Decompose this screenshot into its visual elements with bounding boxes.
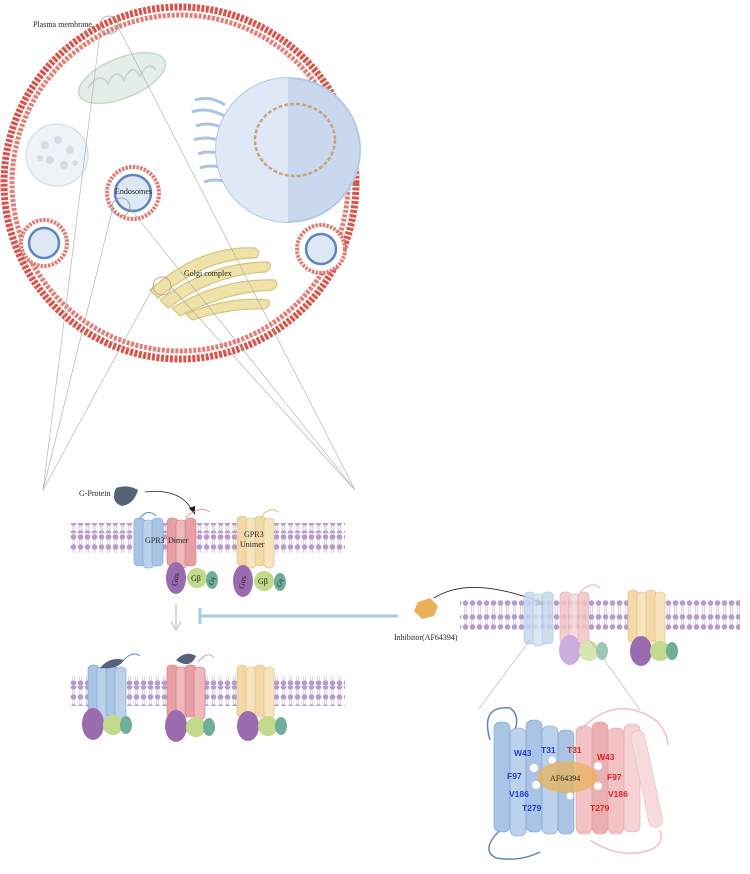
g-gamma-2	[274, 573, 286, 591]
inhibited-dimer[interactable]	[523, 584, 601, 647]
residue-left-4: V186	[509, 789, 529, 799]
gpr3-unimer-label-1: GPR3	[244, 530, 264, 539]
g-alpha-s-inhibitor-panel	[630, 636, 652, 666]
residue-left-1: W43	[514, 748, 532, 758]
red-helices	[575, 721, 664, 835]
inhibitor-orange-receptor	[627, 589, 666, 645]
g-alpha-s-inhibited	[559, 635, 581, 665]
g-alpha-s-label: Gαs	[170, 572, 181, 586]
golgi-complex	[149, 247, 278, 321]
membrane-inhibitor	[460, 600, 740, 630]
endosome-center	[105, 165, 161, 221]
g-gamma-active-2	[203, 718, 215, 736]
gpr3-unimer[interactable]	[236, 509, 279, 569]
g-gamma-label-2: Gγ	[275, 578, 284, 587]
residue-left-3: F97	[507, 771, 522, 781]
g-alpha-s-active-1	[82, 708, 104, 740]
g-beta-2	[254, 571, 274, 591]
zoom-circle-endosome	[111, 197, 131, 217]
g-alpha-s-2	[233, 565, 253, 597]
mitochondrion	[77, 51, 167, 105]
endosomes-label: Endosomes	[115, 187, 152, 196]
residue-right-3: F97	[607, 772, 622, 782]
pocket-zoom-lines	[477, 639, 641, 711]
plasma-membrane-label: Plasma membrane	[33, 20, 92, 29]
plasma-membrane-outer	[0, 3, 360, 363]
activated-orange-receptor	[236, 664, 275, 720]
g-beta-inhibitor-panel	[650, 641, 670, 661]
activated-blue-receptor	[87, 653, 141, 720]
g-gamma	[206, 571, 218, 589]
g-gamma-inhibitor-panel	[666, 642, 678, 660]
endosome-left	[19, 218, 69, 268]
activated-red-receptor	[166, 653, 215, 720]
g-protein-arrow	[144, 491, 193, 511]
gpr3-dimer-label-2: Dimer	[168, 536, 189, 545]
gpr3-dimer[interactable]	[133, 509, 211, 569]
g-gamma-label: Gγ	[207, 576, 216, 585]
g-beta-active-3	[258, 716, 278, 736]
g-beta-label: Gβ	[191, 574, 201, 583]
lysosome	[25, 123, 89, 187]
membrane-bottom	[70, 676, 345, 706]
residue-right-1: T31	[567, 745, 582, 755]
g-gamma-active-3	[275, 717, 287, 735]
cell	[0, 3, 361, 363]
residue-right-5: T279	[590, 803, 610, 813]
zoom-circle-golgi	[152, 276, 172, 296]
g-protein-label: G-Protein	[79, 489, 111, 498]
g-beta-label-2: Gβ	[258, 577, 268, 586]
g-gamma-inhibited	[596, 642, 608, 660]
inhibitor-label: Inhibitor(AF64394)	[394, 633, 458, 642]
ligand-af64394	[537, 761, 597, 793]
inhibitor-icon[interactable]	[414, 598, 438, 619]
g-beta-active-1	[103, 715, 123, 735]
g-protein-icon[interactable]	[114, 486, 138, 506]
g-gamma-active-1	[120, 716, 132, 734]
binding-pocket-detail	[486, 707, 669, 860]
residue-left-5: T279	[522, 803, 542, 813]
down-arrow	[170, 604, 182, 632]
g-beta-active-2	[186, 717, 206, 737]
gpr3-unimer-label-2: Unimer	[240, 540, 265, 549]
endosome-right	[295, 223, 347, 275]
g-alpha-s-label-2: Gαs	[237, 575, 248, 589]
g-alpha-s-active-2	[165, 710, 187, 742]
membrane-top	[70, 523, 345, 553]
g-alpha-s-active-3	[237, 711, 259, 741]
residue-right-2: W43	[597, 752, 615, 762]
g-alpha-s	[166, 562, 186, 594]
gpr3-dimer-label-1: GPR3	[145, 536, 165, 545]
inhibition-arrow	[198, 608, 398, 624]
zoom-circle-plasma	[99, 15, 119, 35]
golgi-complex-label: Golgi complex	[184, 269, 232, 278]
contact-points	[530, 756, 602, 800]
residue-left-2: T31	[541, 745, 556, 755]
nucleus	[215, 77, 361, 223]
zoom-lines	[42, 24, 356, 491]
g-beta	[187, 568, 207, 588]
ligand-label: AF64394	[550, 774, 580, 783]
residue-right-4: V186	[608, 789, 628, 799]
